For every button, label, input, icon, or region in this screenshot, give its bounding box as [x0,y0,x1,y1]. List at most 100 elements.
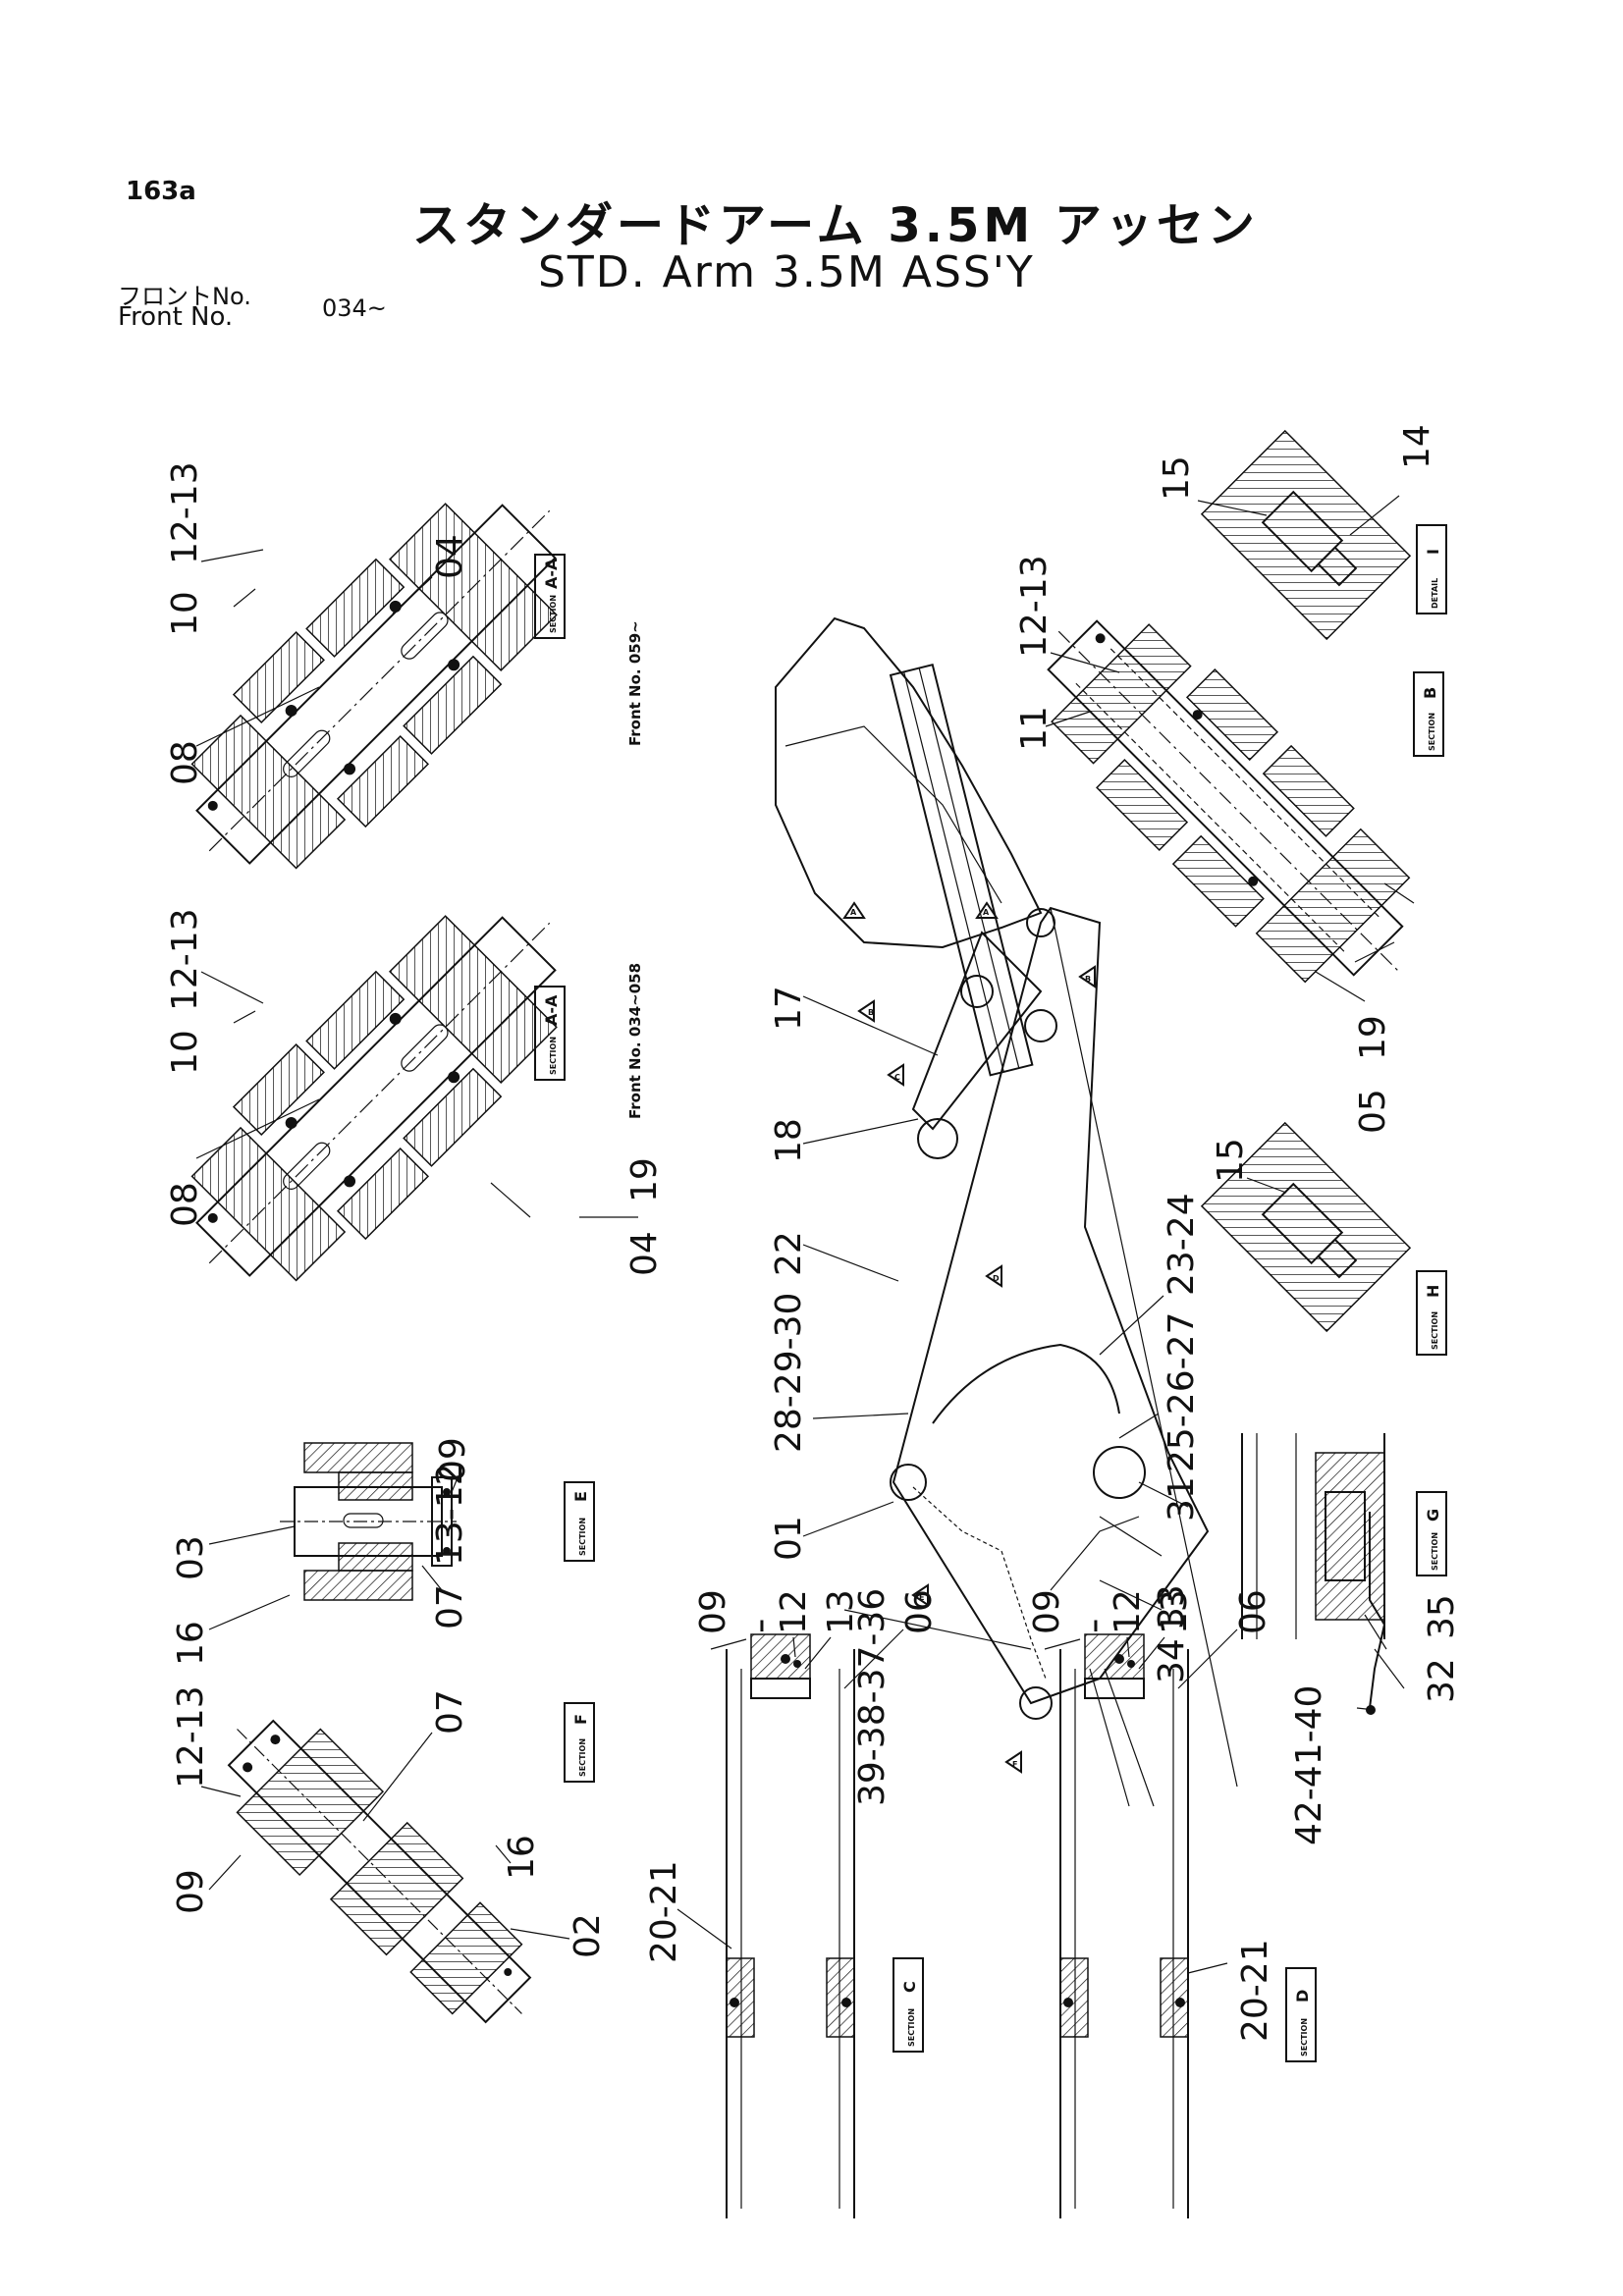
label-33: 33 [1152,1584,1192,1629]
section-tag-e [564,1481,595,1562]
label-12-section-c: 12 [774,1589,814,1634]
arrow-b-2: B [1085,975,1091,984]
pin-tip [1019,1686,1053,1720]
label-19-aa-lower: 19 [624,1157,665,1202]
section-aa-upper: 12-13 10 08 04 SECTION A-A Front No. 059… [165,461,644,870]
label-12-section-d: 12 [1108,1589,1148,1634]
title-english: STD. Arm 3.5M ASS'Y [538,247,1035,297]
bucket-link [911,931,1043,1131]
label-16-section-f: 16 [502,1835,542,1880]
hydraulic-hose [932,1343,1120,1424]
label-09-section-e: 09 [433,1437,473,1482]
detail-i: 15 14 DETAIL I [1157,424,1447,641]
tag-label-section-e: E [571,1491,590,1502]
label-12-13-section-b: 12-13 [1014,555,1055,658]
front-note-upper: Front No. 059~ [626,620,644,746]
label-39-38-37-36: 39-38-37-36 [852,1588,893,1806]
front-range: 034~ [322,294,387,322]
label-32-section-g: 32 [1422,1658,1462,1703]
label-06-section-c: 06 [899,1589,940,1634]
arrow-b-1: B [868,1008,874,1017]
front-label-japanese: フロントNo. [118,283,251,310]
label-10-aa-upper: 10 [165,591,205,636]
label-08-aa-lower: 08 [165,1182,205,1227]
label-12-13-aa-lower: 12-13 [165,908,205,1011]
label-09-section-c: 09 [693,1589,733,1634]
tag-label-section-g: G [1424,1509,1442,1522]
arm-assembly: A A B B C D E F 17 18 22 28-29-30 01 39-… [769,616,1238,1807]
label-14-detail-i: 14 [1397,424,1437,469]
bucket-cylinder [889,663,1034,1077]
tag-text-section-g: SECTION [1431,1532,1439,1571]
pin-bucket [960,975,994,1008]
tag-text-detail-i: DETAIL [1431,578,1439,609]
arrow-d: D [993,1274,1000,1283]
label-28-29-30: 28-29-30 [769,1293,809,1453]
section-tag-aa-lower [534,986,566,1081]
front-note-lower: Front No. 034~058 [626,963,644,1119]
front-label-english: Front No. [118,302,234,332]
section-f: 12-13 09 07 16 02 SECTION F [171,1685,608,2024]
section-c: I 09 12 13 06 20-21 SECTION C [644,1589,940,2218]
pin-cylinder-rod [917,1118,958,1159]
tag-text-section-h: SECTION [1431,1311,1439,1350]
label-34: 34 [1152,1638,1192,1683]
pin-boom [1093,1446,1146,1499]
section-g: 35 32 42-41-40 SECTION G [1241,1433,1462,1845]
page-number: 163a [126,177,196,206]
bucket [775,616,1043,949]
section-h: 15 SECTION H [1200,1121,1447,1356]
label-15-detail-i: 15 [1157,455,1197,501]
tag-label-section-d: D [1293,1990,1312,2002]
arm-body [892,906,1210,1705]
label-13-12-section-e: 13-12 [430,1463,470,1566]
label-42-41-40-section-g: 42-41-40 [1289,1685,1329,1845]
arrow-a-2: A [983,908,990,917]
label-03-section-e: 03 [171,1535,211,1580]
label-06-section-d: 06 [1233,1589,1273,1634]
arrow-e: E [919,1593,924,1602]
pin-bucket-link [1026,908,1055,937]
section-tag-c [893,1957,924,2053]
label-07-section-f: 07 [430,1689,470,1735]
tag-text-aa-lower: SECTION [549,1037,558,1075]
mark-i-section-c: I [759,1617,765,1635]
section-arrows: A A B B C D E F [842,901,1096,1774]
label-20-21-section-d: 20-21 [1235,1939,1275,2042]
label-18: 18 [769,1118,809,1163]
pin-01 [890,1464,927,1501]
tag-label-section-c: C [900,1981,919,1993]
tag-text-section-f: SECTION [578,1738,587,1777]
label-16-section-e: 16 [171,1621,211,1666]
label-10-aa-lower: 10 [165,1030,205,1075]
tag-label-aa-lower: A-A [542,994,561,1026]
label-02-section-f: 02 [568,1913,608,1958]
section-tag-d [1285,1967,1317,2062]
label-31: 31 [1162,1476,1202,1522]
label-15-section-h: 15 [1211,1138,1251,1183]
tag-text-aa-upper: SECTION [549,595,558,633]
label-20-21-section-c: 20-21 [644,1860,684,1963]
tag-label-aa-upper: A-A [542,558,561,589]
arrow-a-1: A [850,908,857,917]
tag-label-section-f: F [571,1714,590,1725]
detail-tag-i [1416,524,1447,614]
label-07-section-e: 07 [430,1584,470,1629]
tag-text-section-b: SECTION [1428,713,1436,751]
tag-text-section-c: SECTION [907,2008,916,2047]
label-04-aa-lower: 04 [624,1231,665,1276]
label-35-section-g: 35 [1422,1594,1462,1639]
title-japanese: スタンダードアーム 3.5M アッセン [412,198,1259,253]
label-17: 17 [769,986,809,1031]
section-tag-h [1416,1270,1447,1356]
pin-link [1024,1009,1057,1042]
section-d: I 09 12 13 06 20-21 SECTION D [1027,1589,1317,2218]
tag-label-section-h: H [1424,1285,1442,1298]
label-11-section-b: 11 [1014,706,1055,751]
label-13-section-d: 13 [1155,1589,1195,1634]
tag-text-section-e: SECTION [578,1518,587,1556]
arrow-c: C [894,1073,900,1082]
label-09-section-d: 09 [1027,1589,1067,1634]
section-tag-g [1416,1491,1447,1576]
